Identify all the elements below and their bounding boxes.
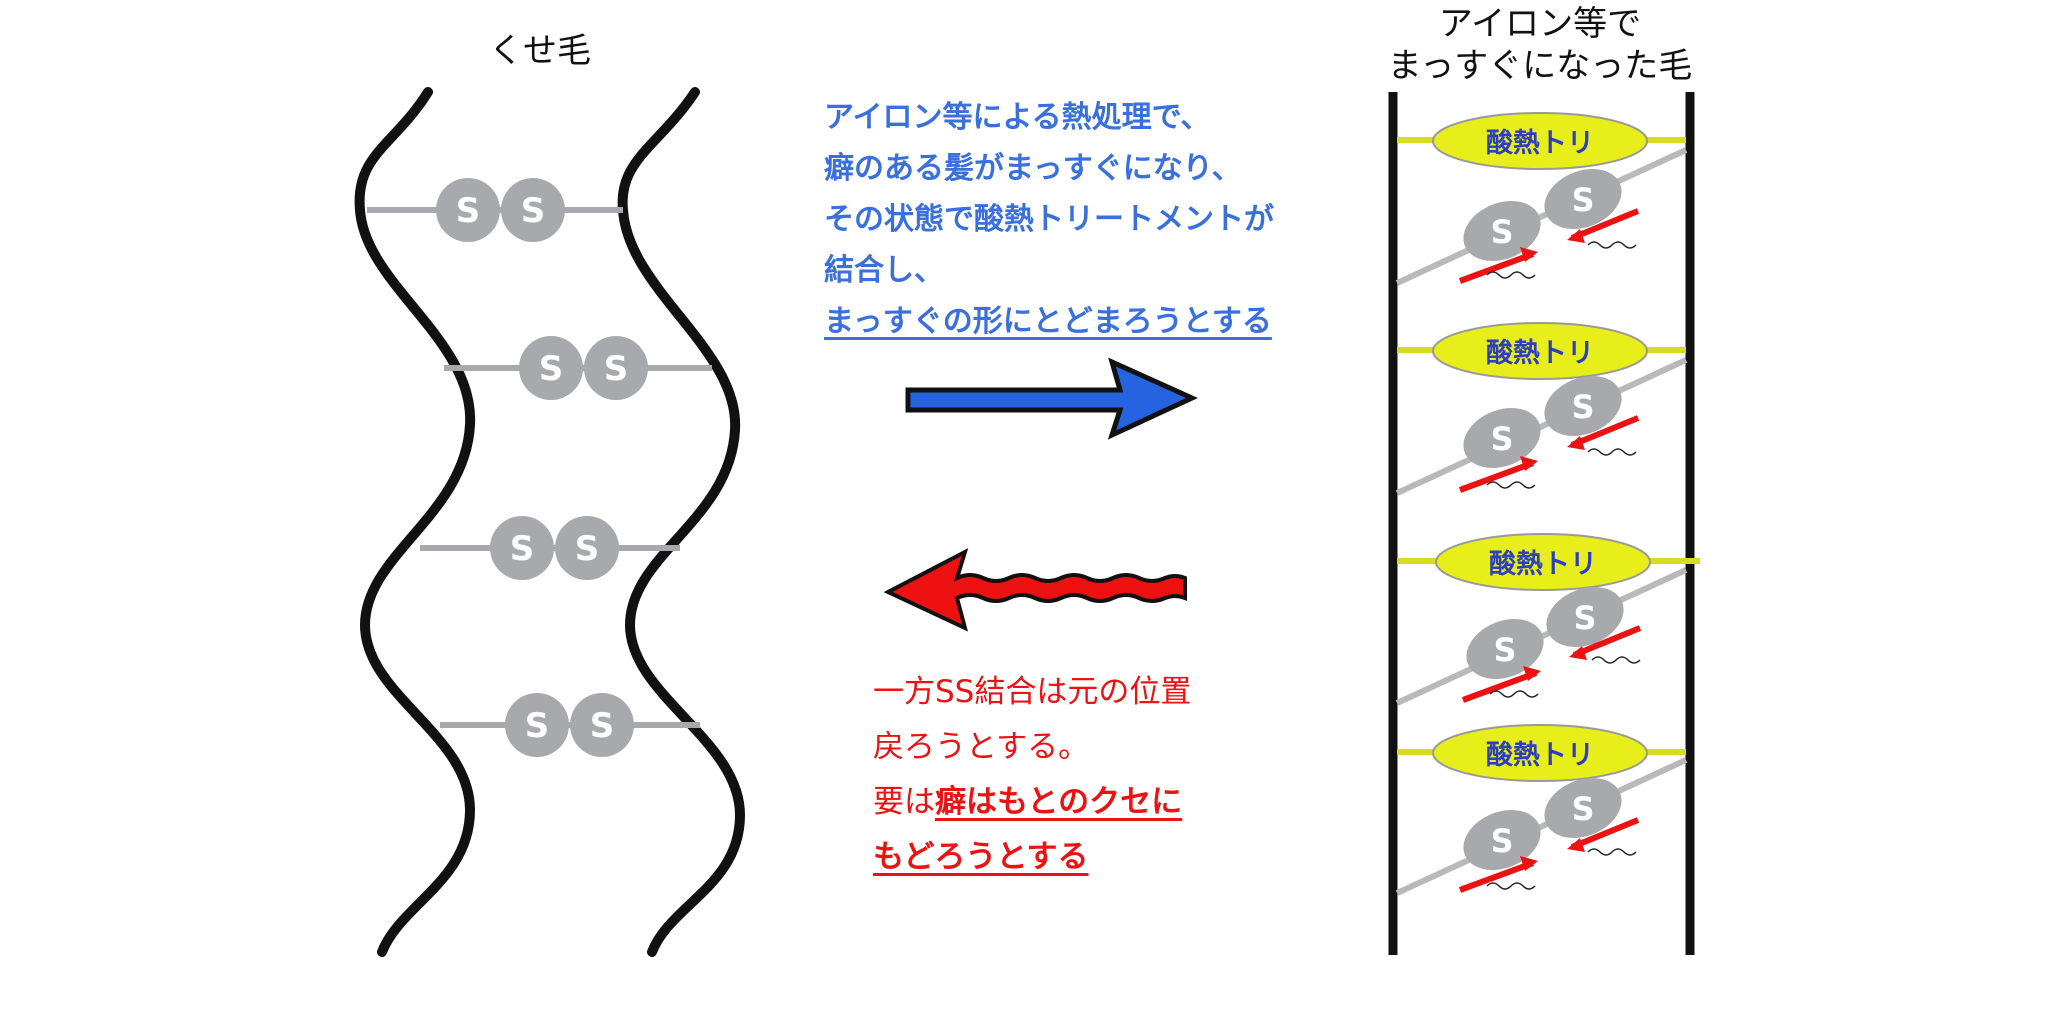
left-ss-bond-1: S S (367, 178, 623, 242)
right-title-line2: まっすぐになった毛 (1340, 45, 1740, 87)
blue-text-line4: 結合し、 (824, 245, 1274, 296)
s-atom: S (575, 529, 600, 569)
reversion-explanation: 一方SS結合は元の位置 戻ろうとする。 要は癖はもとのクセに もどろうとする (873, 665, 1191, 885)
right-title-line1: アイロン等で (1340, 3, 1740, 45)
right-title: アイロン等で まっすぐになった毛 (1340, 3, 1740, 87)
acid-heat-label: 酸熱トリ (1486, 338, 1594, 369)
left-ss-bond-3: S S (420, 516, 680, 580)
s-atom: S (510, 529, 535, 569)
straightening-explanation: アイロン等による熱処理で、 癖のある髪がまっすぐになり、 その状態で酸熱トリート… (824, 92, 1274, 347)
s-atom: S (1493, 631, 1516, 669)
red-text-line2: 戻ろうとする。 (873, 720, 1191, 775)
blue-text-line2: 癖のある髪がまっすぐになり、 (824, 143, 1274, 194)
blue-text-line3: その状態で酸熱トリートメントが (824, 194, 1274, 245)
s-atom: S (590, 706, 615, 746)
blue-text-line1: アイロン等による熱処理で、 (824, 92, 1274, 143)
s-atom: S (1571, 181, 1594, 219)
red-text-line1: 一方SS結合は元の位置 (873, 665, 1191, 720)
wavy-arrow-left-icon (888, 552, 1185, 628)
s-atom: S (1573, 599, 1596, 637)
acid-heat-unit-1: 酸熱トリ S S (1397, 113, 1686, 283)
s-atom: S (525, 706, 550, 746)
s-atom: S (1571, 790, 1594, 828)
s-atom: S (604, 349, 629, 389)
left-strand-2 (623, 92, 740, 952)
red-text-line3: 要は癖はもとのクセに (873, 775, 1191, 830)
red-text-line4: もどろうとする (873, 830, 1191, 885)
s-atom: S (1490, 213, 1513, 251)
s-atom: S (1490, 420, 1513, 458)
acid-heat-unit-3: 酸熱トリ S S (1397, 534, 1700, 703)
s-atom: S (1490, 822, 1513, 860)
red-text-line3-emph: 癖はもとのクセに (935, 784, 1182, 820)
s-atom: S (521, 191, 546, 231)
acid-heat-unit-2: 酸熱トリ S S (1397, 323, 1686, 493)
acid-heat-unit-4: 酸熱トリ S S (1397, 725, 1686, 893)
left-ss-bond-2: S S (444, 336, 712, 400)
blue-text-line5: まっすぐの形にとどまろうとする (824, 296, 1274, 347)
s-atom: S (456, 191, 481, 231)
acid-heat-label: 酸熱トリ (1489, 549, 1597, 580)
arrow-right-icon (908, 362, 1192, 435)
left-ss-bond-4: S S (440, 693, 700, 757)
acid-heat-label: 酸熱トリ (1486, 740, 1594, 771)
acid-heat-label: 酸熱トリ (1486, 128, 1594, 159)
red-text-line3-prefix: 要は (873, 784, 935, 820)
s-atom: S (1571, 388, 1594, 426)
s-atom: S (539, 349, 564, 389)
left-title: くせ毛 (440, 30, 640, 72)
